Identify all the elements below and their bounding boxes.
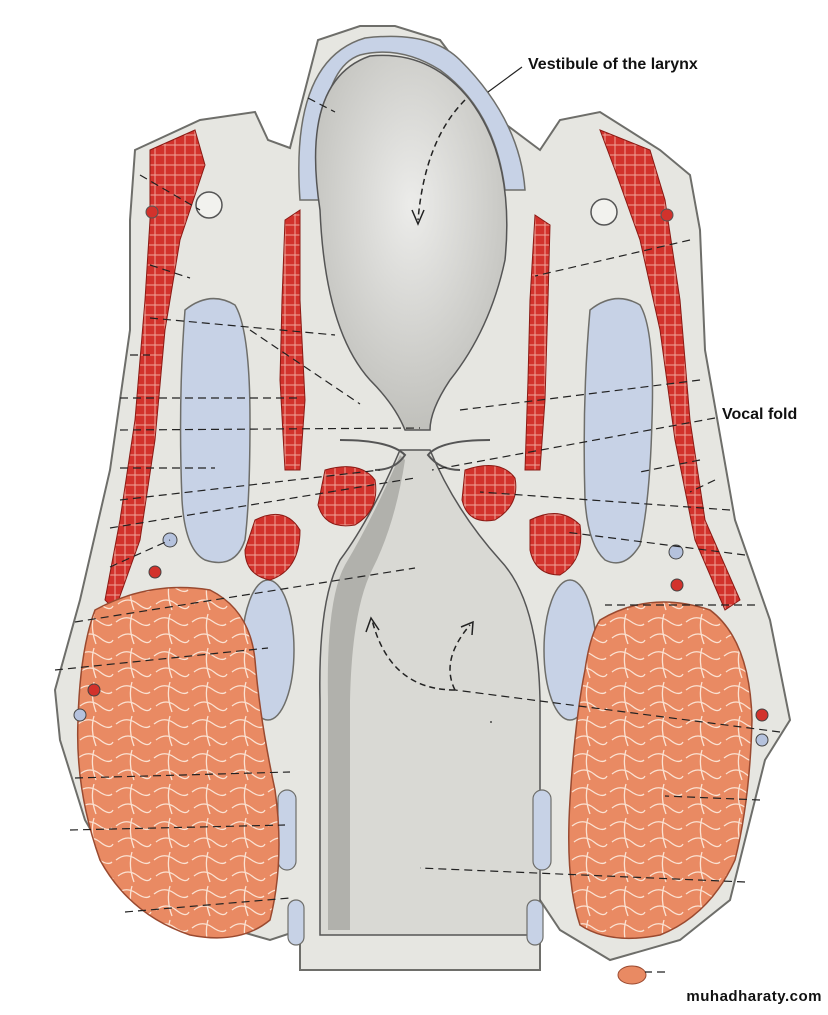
left-nerve-bundle xyxy=(195,191,223,219)
right-thyroid-cartilage xyxy=(583,297,654,564)
left-airflow-arrow-head xyxy=(365,616,380,633)
right-tracheal-ring-lower xyxy=(526,899,544,946)
right-vessel-low-blue xyxy=(755,733,769,747)
right-vocal-fold-edge xyxy=(426,439,491,471)
left-thyroid-cartilage xyxy=(179,297,251,564)
vestibule-arrow-head xyxy=(411,209,425,226)
left-inner-muscle xyxy=(279,209,306,471)
right-vessel-red xyxy=(670,578,684,592)
right-nerve-bundle xyxy=(590,198,618,226)
epiglottis-cartilage xyxy=(298,35,526,201)
right-thyroid-gland xyxy=(568,601,753,940)
left-vocal-fold-edge xyxy=(339,439,407,471)
cavity-shadow xyxy=(327,455,405,930)
vestibule-arrow xyxy=(417,99,466,221)
right-vessel-mid xyxy=(668,544,684,560)
left-vessel-low-blue xyxy=(73,708,87,722)
bottom-vessel xyxy=(617,965,647,985)
right-vessel-upper xyxy=(660,208,674,222)
leader-vocal-fold xyxy=(431,417,716,471)
left-airflow-arrow xyxy=(371,619,456,691)
left-vessel-upper xyxy=(145,205,159,219)
left-thyroid-gland xyxy=(76,586,280,939)
left-vocalis-muscle xyxy=(317,466,377,527)
left-vessel-low xyxy=(87,683,101,697)
watermark-text: muhadharaty.com xyxy=(686,988,822,1005)
leader-vestibule xyxy=(487,66,523,93)
left-pointer-lines xyxy=(54,97,421,913)
right-thyroarytenoid-muscle xyxy=(529,513,582,576)
left-tracheal-ring xyxy=(277,789,297,871)
right-tracheal-ring xyxy=(532,789,552,871)
right-vessel-low xyxy=(755,708,769,722)
laryngeal-cavity xyxy=(314,54,508,431)
left-thyroarytenoid-muscle xyxy=(244,513,301,581)
right-pointer-lines xyxy=(419,239,781,973)
left-tracheal-ring-lower xyxy=(287,899,305,946)
label-vocal-fold: Vocal fold xyxy=(722,406,798,423)
right-airflow-arrow-head xyxy=(460,620,474,636)
left-outer-muscle xyxy=(104,129,206,611)
right-inner-muscle xyxy=(524,214,551,471)
right-airflow-arrow xyxy=(449,624,471,691)
left-vessel-red xyxy=(148,565,162,579)
label-vestibule-of-larynx: Vestibule of the larynx xyxy=(528,56,698,73)
